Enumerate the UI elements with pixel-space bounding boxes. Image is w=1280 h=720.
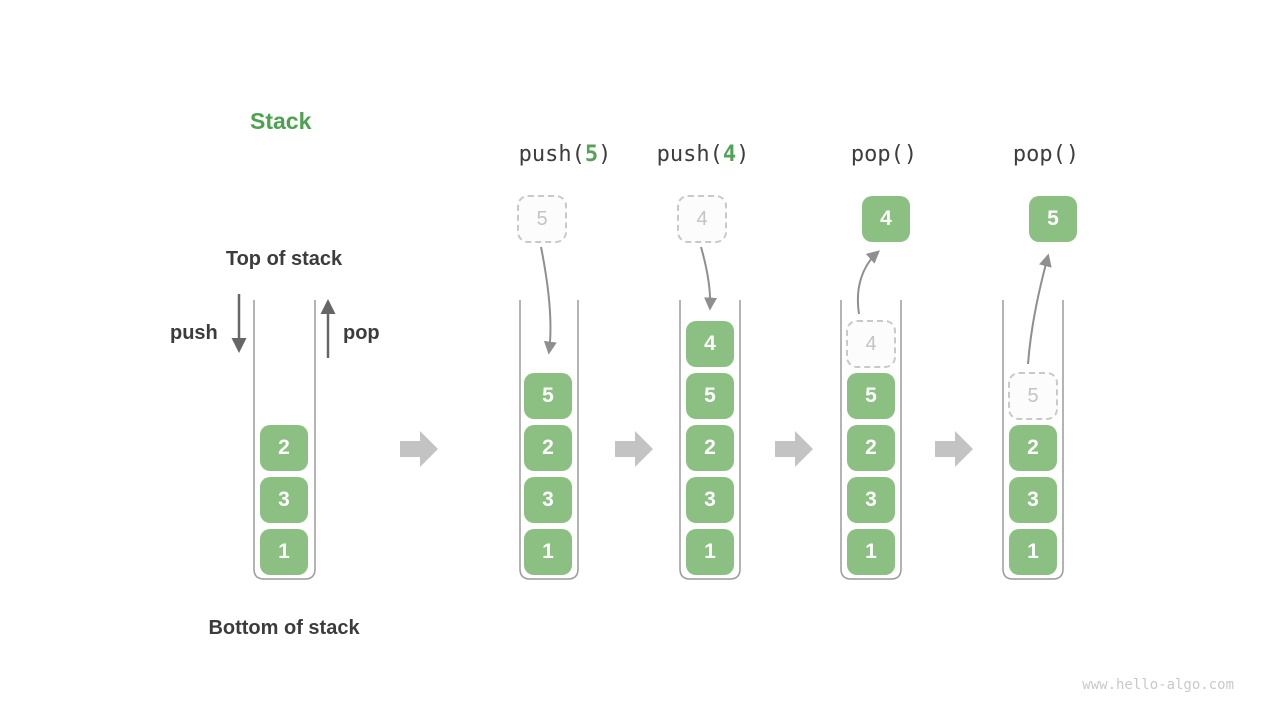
flow-arrow-icon [935, 431, 973, 467]
stack-cell: 4 [686, 321, 734, 367]
op-prefix: pop( [850, 142, 904, 167]
op-suffix: ) [903, 142, 918, 167]
stack-cell: 3 [524, 477, 572, 523]
stack-cell: 1 [686, 529, 734, 575]
flow-arrows [400, 431, 973, 467]
op-prefix: pop( [1012, 142, 1066, 167]
bottom-of-stack-label: Bottom of stack [208, 617, 360, 639]
removed-stack-cell: 4 [846, 320, 896, 368]
top-of-stack-label: Top of stack [225, 248, 343, 270]
diagram-title: Stack [250, 108, 312, 134]
op-suffix: ) [598, 142, 612, 167]
stack-cell: 1 [1009, 529, 1057, 575]
stack-containers [253, 300, 1064, 580]
stack-cell: 2 [1009, 425, 1057, 471]
op-suffix: ) [1065, 142, 1080, 167]
stack-cell: 3 [847, 477, 895, 523]
op-arg: 5 [584, 142, 599, 167]
flow-arrow-icon [775, 431, 813, 467]
pop5-motion-arrow-icon [1027, 253, 1052, 365]
motion-arrows [540, 246, 1052, 365]
stack-container-pop5 [1002, 300, 1064, 580]
popped-value-cell: 4 [862, 196, 910, 242]
stack-container-push5 [519, 300, 579, 580]
pop-label: pop [343, 322, 380, 344]
stack-cell: 5 [686, 373, 734, 419]
operation-label-push4: push(4) [657, 142, 750, 167]
flow-arrow-icon [400, 431, 438, 467]
stack-cell: 5 [847, 373, 895, 419]
pop4-motion-arrow-icon [856, 250, 880, 315]
op-prefix: push( [656, 142, 723, 167]
op-prefix: push( [518, 142, 585, 167]
stack-cell: 2 [686, 425, 734, 471]
stack-cell: 2 [847, 425, 895, 471]
stack-cell: 1 [847, 529, 895, 575]
incoming-value-cell: 5 [517, 195, 567, 243]
push4-motion-arrow-icon [700, 246, 718, 311]
stack-cell: 1 [260, 529, 308, 575]
flow-arrow-icon [615, 431, 653, 467]
op-suffix: ) [736, 142, 750, 167]
removed-stack-cell: 5 [1008, 372, 1058, 420]
incoming-value-cell: 4 [677, 195, 727, 243]
stack-cell: 1 [524, 529, 572, 575]
stack-cell: 3 [686, 477, 734, 523]
stack-cell: 2 [260, 425, 308, 471]
popped-value-cell: 5 [1029, 196, 1077, 242]
watermark: www.hello-algo.com [1082, 677, 1234, 693]
stack-cell: 3 [260, 477, 308, 523]
op-arg: 4 [722, 142, 737, 167]
stack-container-pop4 [840, 300, 902, 580]
stack-container-push4 [679, 300, 741, 580]
push-label: push [170, 322, 218, 344]
operation-label-pop2: pop() [1013, 142, 1079, 167]
stack-container-initial [253, 300, 316, 580]
stack-cell: 3 [1009, 477, 1057, 523]
stack-cell: 5 [524, 373, 572, 419]
operation-label-pop1: pop() [851, 142, 917, 167]
stack-cell: 2 [524, 425, 572, 471]
push5-motion-arrow-icon [540, 246, 557, 355]
operation-label-push5: push(5) [519, 142, 612, 167]
